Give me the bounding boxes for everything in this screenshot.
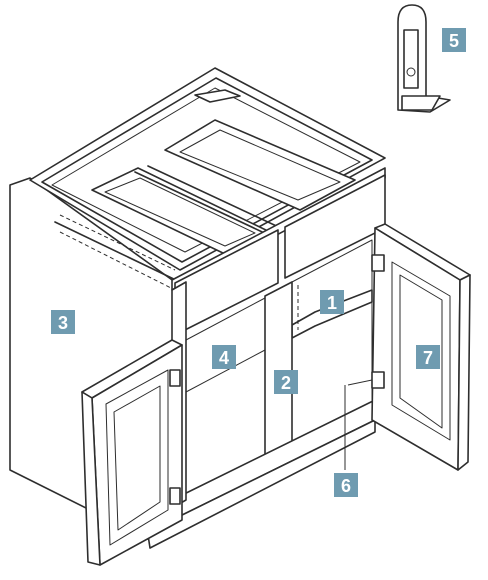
- callout-5: 5: [442, 28, 466, 52]
- callout-label-4: 4: [219, 348, 229, 368]
- callout-box-5: [442, 28, 466, 52]
- callout-box-1: [320, 290, 344, 314]
- callout-label-2: 2: [281, 373, 291, 393]
- top-frame: [29, 67, 386, 291]
- callout-3: 3: [51, 310, 75, 334]
- callout-4: 4: [212, 345, 236, 369]
- callout-label-5: 5: [449, 31, 459, 51]
- callout-label-1: 1: [327, 293, 337, 313]
- callout-label-3: 3: [58, 313, 68, 333]
- callout-box-6: [334, 473, 358, 497]
- callouts: 1 2 3 4 5 6 7: [51, 28, 466, 497]
- callout-7: 7: [416, 345, 440, 369]
- callout-label-7: 7: [423, 348, 433, 368]
- left-door: [81, 339, 183, 566]
- callout-2: 2: [274, 370, 298, 394]
- callout-6: 6: [334, 473, 358, 497]
- callout-box-4: [212, 345, 236, 369]
- shelf-clip: [397, 4, 451, 113]
- callout-box-3: [51, 310, 75, 334]
- callout-box-7: [416, 345, 440, 369]
- callout-box-2: [274, 370, 298, 394]
- callout-label-6: 6: [341, 476, 351, 496]
- callout-1: 1: [320, 290, 344, 314]
